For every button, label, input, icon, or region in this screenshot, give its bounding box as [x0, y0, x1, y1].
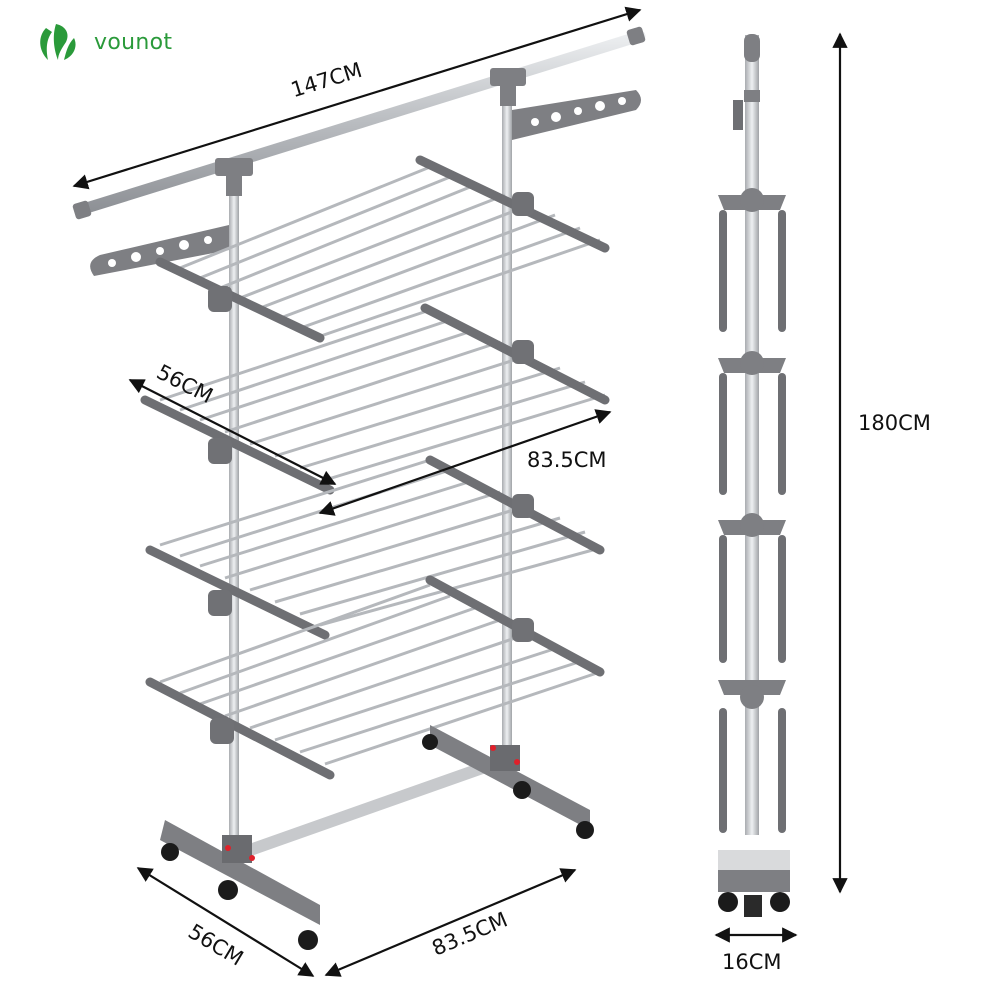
expanded-rack	[72, 26, 646, 950]
hanger-wing-right	[512, 90, 641, 140]
folded-shelf-2	[718, 351, 786, 495]
wheel	[576, 821, 594, 839]
left-pole	[229, 170, 239, 850]
label-height: 180CM	[858, 411, 931, 435]
wheel	[298, 930, 318, 950]
label-folded-thickness: 16CM	[722, 950, 782, 974]
folded-rack	[718, 34, 790, 917]
shelf-3	[145, 455, 605, 640]
right-pole	[502, 80, 512, 780]
dimension-arrows	[72, 6, 848, 977]
wheel	[218, 880, 238, 900]
folded-shelf-1	[718, 188, 786, 332]
rack-base	[160, 725, 594, 950]
hanger-wing-left	[90, 225, 230, 276]
arrow-shelf-width	[318, 409, 612, 516]
label-shelf-width: 83.5CM	[527, 448, 607, 472]
arrow-top-rod	[72, 6, 642, 190]
wheel	[161, 843, 179, 861]
folded-shelf-4	[718, 680, 786, 833]
shelf-4	[145, 575, 605, 780]
arrow-base-depth	[136, 867, 315, 977]
arrow-base-width	[324, 868, 577, 977]
folded-shelf-3	[718, 513, 786, 663]
wheel	[422, 734, 438, 750]
arrow-shelf-depth	[128, 379, 337, 485]
wheel	[513, 781, 531, 799]
